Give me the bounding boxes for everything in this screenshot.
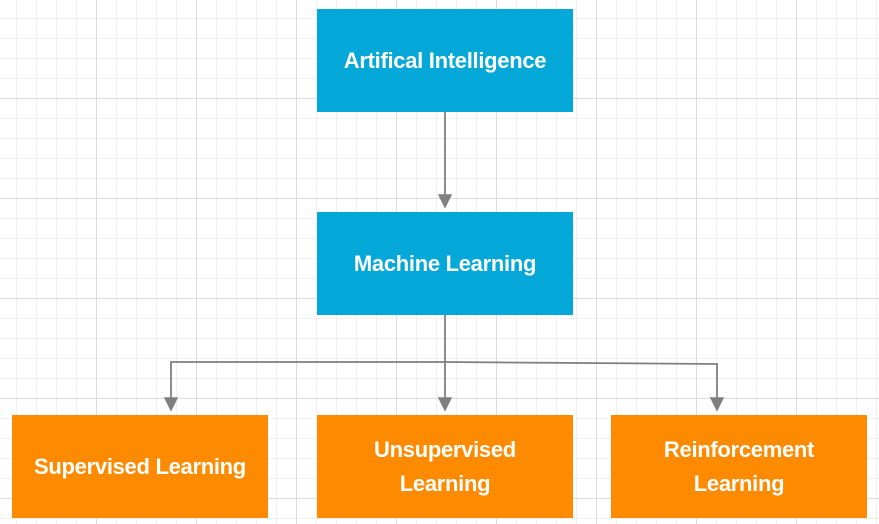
node-label: Reinforcement Learning (663, 436, 815, 496)
node-label: Artifical Intelligence (343, 47, 547, 73)
node-machine-learning[interactable]: Machine Learning (317, 212, 573, 315)
node-label: Supervised Learning (34, 453, 246, 479)
node-unsupervised-learning[interactable]: Unsupervised Learning (317, 415, 573, 518)
edge-ml-to-supervised (163, 361, 445, 412)
node-reinforcement-learning[interactable]: Reinforcement Learning (611, 415, 867, 518)
edge-ml-to-reinforcement (444, 361, 725, 412)
node-supervised-learning[interactable]: Supervised Learning (12, 415, 268, 518)
node-artificial-intelligence[interactable]: Artifical Intelligence (317, 9, 573, 112)
node-label: Machine Learning (353, 250, 537, 276)
node-label: Unsupervised Learning (374, 436, 516, 496)
